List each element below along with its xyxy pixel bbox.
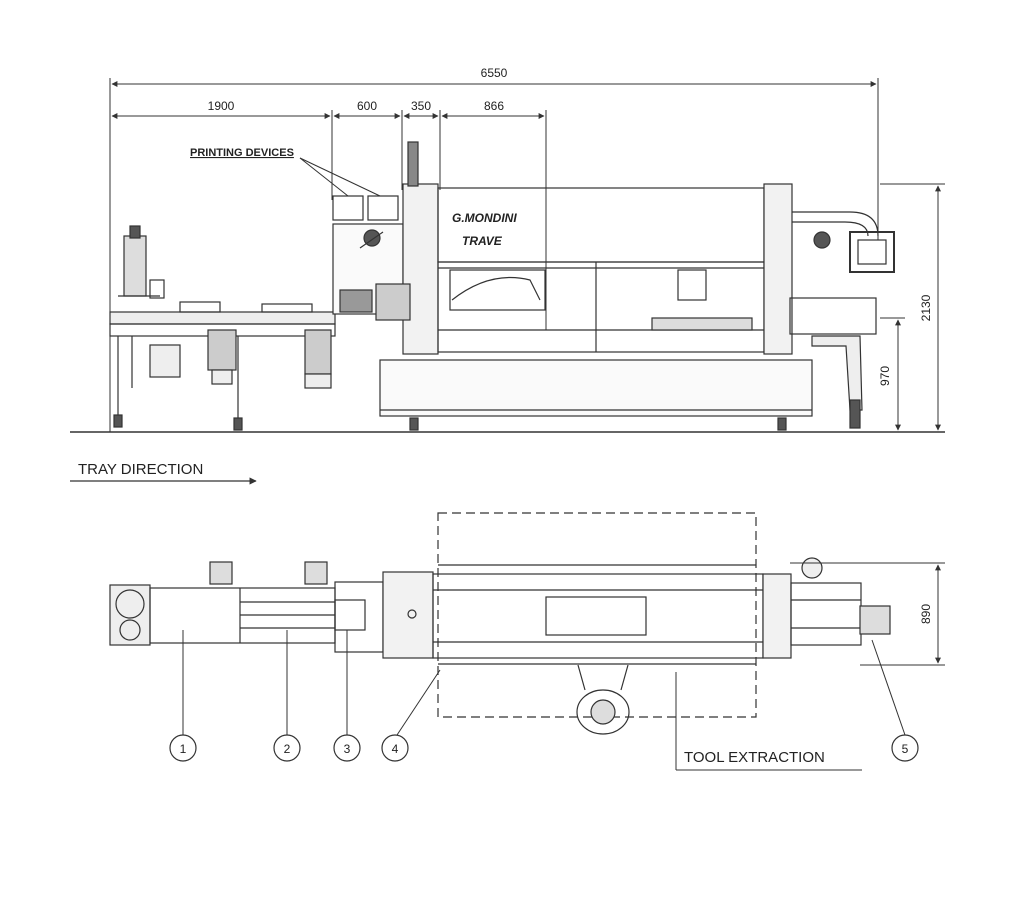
- svg-text:3: 3: [344, 742, 351, 756]
- dimension-lines-top: [109, 78, 879, 432]
- svg-text:5: 5: [902, 742, 909, 756]
- dim-seg4: 866: [484, 99, 504, 113]
- dim-height-total: 2130: [919, 294, 933, 321]
- dim-seg1: 1900: [208, 99, 235, 113]
- callout-1: 1: [169, 734, 197, 762]
- callout-4: 4: [381, 734, 409, 762]
- dim-seg3: 350: [411, 99, 431, 113]
- svg-text:2: 2: [284, 742, 291, 756]
- tray-direction-label: TRAY DIRECTION: [78, 461, 203, 478]
- brand-logo-text: G.MONDINI: [452, 211, 517, 225]
- callout-leaders: [182, 630, 906, 736]
- dim-height-table: 970: [878, 366, 892, 386]
- callout-5: 5: [891, 734, 919, 762]
- tool-extraction-leader: [675, 672, 862, 771]
- model-logo-text: TRAVE: [462, 234, 503, 248]
- dim-total-length: 6550: [481, 66, 508, 80]
- callout-2: 2: [273, 734, 301, 762]
- plan-view: [109, 512, 891, 735]
- tool-extraction-label: TOOL EXTRACTION: [684, 749, 825, 766]
- printing-devices-label: PRINTING DEVICES: [190, 147, 294, 159]
- svg-text:1: 1: [180, 742, 187, 756]
- dim-seg2: 600: [357, 99, 377, 113]
- side-elevation: [70, 141, 945, 433]
- svg-text:4: 4: [392, 742, 399, 756]
- dim-width-plan: 890: [919, 604, 933, 624]
- printing-devices-leader: [299, 157, 381, 197]
- dimension-plan-width: [790, 562, 945, 666]
- callout-3: 3: [333, 734, 361, 762]
